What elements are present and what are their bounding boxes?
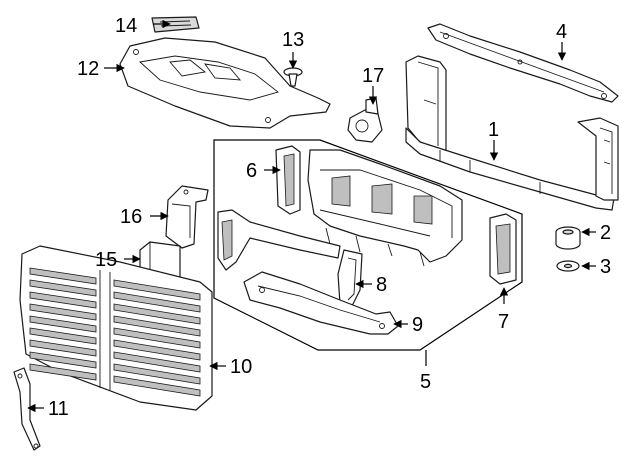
callout-labels: 14 12 13 17 4 1 2 3 6 7 8 9 5 16 15 10 1… [48,15,611,420]
part-11-link-rod [13,367,41,451]
callout-8: 8 [376,274,387,296]
callout-3: 3 [600,256,611,278]
callout-12: 12 [77,58,99,80]
louver-slat [29,267,97,285]
part-3-washer [556,260,580,272]
part-5-center-frame [307,149,463,267]
part-17-sensor [347,97,383,143]
part-4-upper-tie-bar [427,23,619,103]
louver-slat [29,279,97,297]
louver-slat [29,315,97,333]
part-12-upper-cover [119,37,331,129]
callout-4: 4 [556,21,567,43]
callout-16: 16 [120,206,142,228]
callout-11: 11 [48,398,69,420]
callout-13: 13 [282,29,304,51]
callout-1: 1 [488,119,499,141]
callout-2: 2 [600,222,611,244]
callout-14: 14 [115,15,137,37]
louver-slat [29,351,97,369]
louver-slat [113,375,201,397]
louver-slat [113,363,201,385]
callout-7: 7 [498,311,509,333]
louver-slat [29,291,97,309]
louver-slat [113,351,201,373]
louver-slat [113,303,201,325]
louver-slat [113,339,201,361]
part-10-grille-shutter [19,245,213,411]
louver-slat [113,315,201,337]
part-6-left-bracket [275,145,301,215]
louver-slat [29,327,97,345]
callout-5: 5 [420,371,431,393]
louver-slat [29,363,97,381]
callout-9: 9 [412,314,423,336]
part-5-assembly-outline [213,139,523,351]
louver-slat [29,303,97,321]
louver-slat [29,339,97,357]
part-7-right-bracket [489,213,517,285]
leader-lines [27,19,596,413]
part-1-radiator-support [405,55,619,211]
louver-slat [113,279,201,301]
louver-slat [113,291,201,313]
part-2-mount-bushing [555,226,581,250]
callout-6: 6 [246,160,257,182]
callout-10: 10 [230,356,252,378]
callout-15: 15 [95,249,117,271]
louver-slat [113,327,201,349]
callout-17: 17 [362,65,384,87]
part-16-module-bracket [165,185,209,249]
part-5-lower-cross-bracket [217,209,341,271]
